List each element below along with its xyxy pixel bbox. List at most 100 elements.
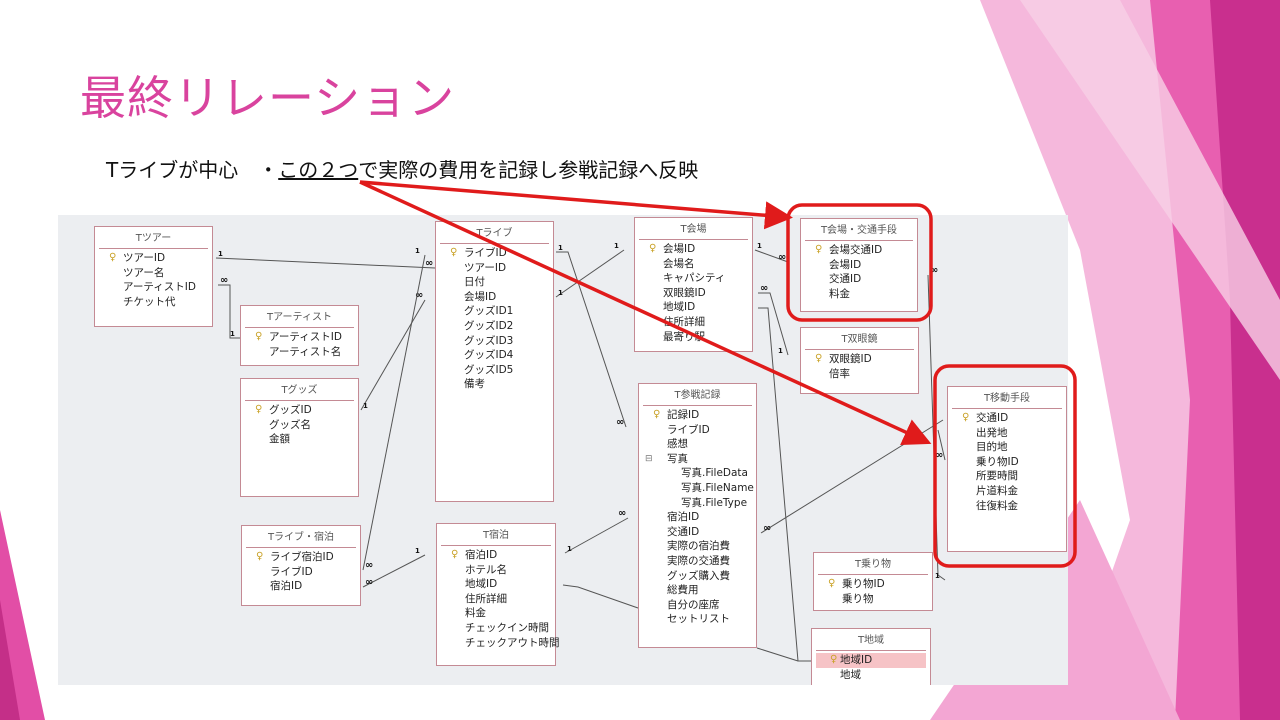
table-field[interactable]: 備考 (436, 377, 553, 392)
field-name: 出発地 (976, 426, 1008, 439)
table-field[interactable]: グッズID4 (436, 348, 553, 363)
table-field[interactable]: ツアーID (436, 261, 553, 276)
table-field[interactable]: 目的地 (948, 440, 1066, 455)
table-field[interactable]: ♀宿泊ID (437, 548, 555, 563)
field-name: 感想 (667, 438, 688, 451)
table-field[interactable]: ♀ライブ宿泊ID (242, 550, 360, 565)
table-field[interactable]: 金額 (241, 432, 358, 447)
field-name: グッズID (269, 404, 312, 416)
table-field[interactable]: 宿泊ID (242, 579, 360, 594)
table-field[interactable]: 会場ID (801, 258, 917, 273)
primary-key-icon: ♀ (830, 654, 838, 665)
table-field[interactable]: グッズ名 (241, 418, 358, 433)
table-field[interactable]: ♀グッズID (241, 403, 358, 418)
table-field[interactable]: チェックイン時間 (437, 621, 555, 636)
table-field[interactable]: 片道料金 (948, 484, 1066, 499)
table-field[interactable]: 総費用 (639, 583, 756, 598)
relationship-line (562, 584, 639, 609)
table-field[interactable]: 自分の座席 (639, 598, 756, 613)
table-field[interactable]: ♀地域ID (816, 653, 926, 668)
table-field[interactable]: 写真.FileType (639, 496, 756, 511)
cardinality-one: 1 (558, 289, 563, 297)
field-name: 乗り物 (842, 592, 874, 605)
table-field[interactable]: 料金 (437, 606, 555, 621)
table-field[interactable]: 実際の宿泊費 (639, 539, 756, 554)
table-field[interactable]: 写真.FileData (639, 466, 756, 481)
field-name: ホテル名 (465, 563, 507, 576)
table-field[interactable]: グッズID3 (436, 334, 553, 349)
relationship-line (555, 249, 625, 298)
table-field[interactable]: 会場名 (635, 257, 752, 272)
table-field[interactable]: グッズ購入費 (639, 569, 756, 584)
table-field[interactable]: ♀交通ID (948, 411, 1066, 426)
primary-key-icon: ♀ (653, 409, 661, 420)
table-field[interactable]: 地域ID (635, 300, 752, 315)
collapse-icon[interactable]: ⊟ (645, 453, 653, 464)
table-field[interactable]: チケット代 (95, 295, 212, 310)
table-field[interactable]: 乗り物ID (948, 455, 1066, 470)
table-field[interactable]: 実際の交通費 (639, 554, 756, 569)
field-name: 写真.FileName (681, 481, 754, 494)
table-field[interactable]: 料金 (801, 287, 917, 302)
table-field[interactable]: 往復料金 (948, 499, 1066, 514)
table-field[interactable]: グッズID5 (436, 363, 553, 378)
table-field[interactable]: ライブID (242, 565, 360, 580)
table-field[interactable]: ライブID (639, 423, 756, 438)
table-field[interactable]: 住所詳細 (437, 592, 555, 607)
table-field[interactable]: 出発地 (948, 426, 1066, 441)
table-field[interactable]: ♀ライブID (436, 246, 553, 261)
field-name: アーティストID (123, 281, 196, 294)
table-field[interactable]: 住所詳細 (635, 315, 752, 330)
table-field[interactable]: 乗り物 (814, 592, 932, 607)
table-field[interactable]: 地域ID (437, 577, 555, 592)
table-field[interactable]: 双眼鏡ID (635, 286, 752, 301)
table-field[interactable]: キャパシティ (635, 271, 752, 286)
field-name: グッズID3 (464, 334, 514, 347)
table-field[interactable]: ツアー名 (95, 266, 212, 281)
table-field[interactable]: グッズID2 (436, 319, 553, 334)
relationship-line (564, 517, 629, 554)
field-name: アーティストID (269, 331, 342, 343)
table-field[interactable]: ♀会場交通ID (801, 243, 917, 258)
table-field[interactable]: ♀ツアーID (95, 251, 212, 266)
table-field[interactable]: ♀アーティストID (241, 330, 358, 345)
table-field[interactable]: 交通ID (801, 272, 917, 287)
table-field[interactable]: アーティストID (95, 280, 212, 295)
table-field[interactable]: グッズID1 (436, 304, 553, 319)
table-field[interactable]: 写真.FileName (639, 481, 756, 496)
table-field[interactable]: 所要時間 (948, 469, 1066, 484)
table-field[interactable]: 交通ID (639, 525, 756, 540)
relationship-line (360, 299, 426, 411)
table-field[interactable]: 倍率 (801, 367, 918, 382)
table-field[interactable]: ♀双眼鏡ID (801, 352, 918, 367)
table-field[interactable]: 最寄り駅 (635, 330, 752, 345)
table-field[interactable]: チェックアウト時間 (437, 636, 560, 651)
table-field[interactable]: ♀会場ID (635, 242, 752, 257)
field-name: 備考 (464, 378, 485, 391)
table-field[interactable]: アーティスト名 (241, 345, 358, 360)
table-field[interactable]: 日付 (436, 275, 553, 290)
table-field[interactable]: 地域 (812, 668, 930, 683)
table-field[interactable]: ♀記録ID (639, 408, 756, 423)
relationship-line (215, 257, 436, 269)
table-field[interactable]: 会場ID (436, 290, 553, 305)
table-field[interactable]: セットリスト (639, 612, 756, 627)
table-field[interactable]: 宿泊ID (639, 510, 756, 525)
table-field[interactable]: 感想 (639, 437, 756, 452)
table-field[interactable]: ⊟写真 (639, 452, 756, 467)
table-field[interactable]: ♀乗り物ID (814, 577, 932, 592)
table-field[interactable]: ホテル名 (437, 563, 555, 578)
